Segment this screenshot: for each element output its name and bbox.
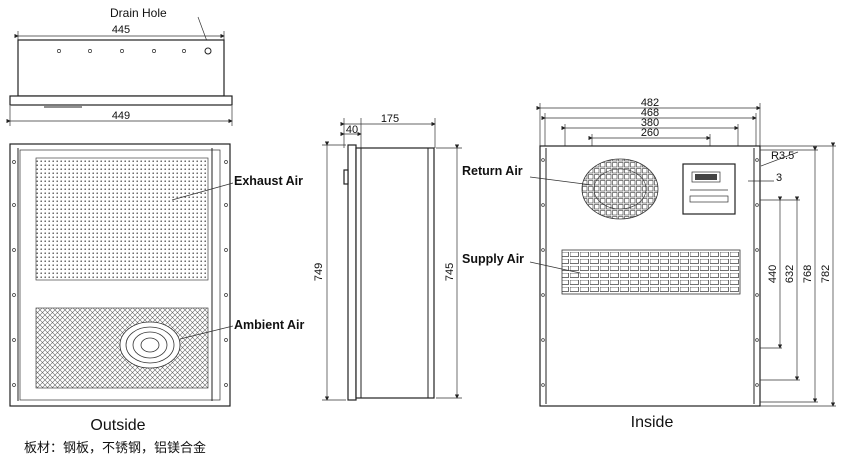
outside-view: Exhaust Air Ambient Air Outside [9, 143, 305, 434]
side-view: 40 175 749 745 [313, 113, 462, 401]
dim-468: 468 [641, 107, 659, 119]
inside-view: 482 468 380 260 R [462, 97, 836, 431]
controller-panel [682, 163, 736, 215]
inside-caption: Inside [631, 414, 674, 431]
dim-745: 745 [444, 263, 456, 281]
supply-air-label: Supply Air [462, 252, 524, 266]
dim-445: 445 [112, 24, 130, 36]
dim-380: 380 [641, 117, 659, 129]
dim-40: 40 [346, 124, 358, 136]
drain-hole-label: Drain Hole [110, 6, 167, 20]
return-air-label: Return Air [462, 164, 523, 178]
top-view: 445 Drain Hole 449 [6, 6, 233, 126]
dim-r35: R3.5 [771, 150, 794, 162]
fan-icon [119, 321, 181, 369]
dim-482: 482 [641, 97, 659, 109]
dim-440: 440 [767, 265, 779, 283]
ambient-air-label: Ambient Air [234, 318, 305, 332]
exhaust-air-label: Exhaust Air [234, 174, 303, 188]
dim-260: 260 [641, 127, 659, 139]
material-note: 板材：钢板，不锈钢，铝镁合金 [24, 440, 206, 456]
dim-782: 782 [820, 265, 832, 283]
dim-449: 449 [112, 110, 130, 122]
return-fan-icon [581, 158, 659, 220]
dim-3: 3 [776, 172, 782, 184]
outside-caption: Outside [90, 417, 145, 434]
dim-749: 749 [313, 263, 325, 281]
dim-632: 632 [784, 265, 796, 283]
dim-768: 768 [802, 265, 814, 283]
dim-175: 175 [381, 113, 399, 125]
